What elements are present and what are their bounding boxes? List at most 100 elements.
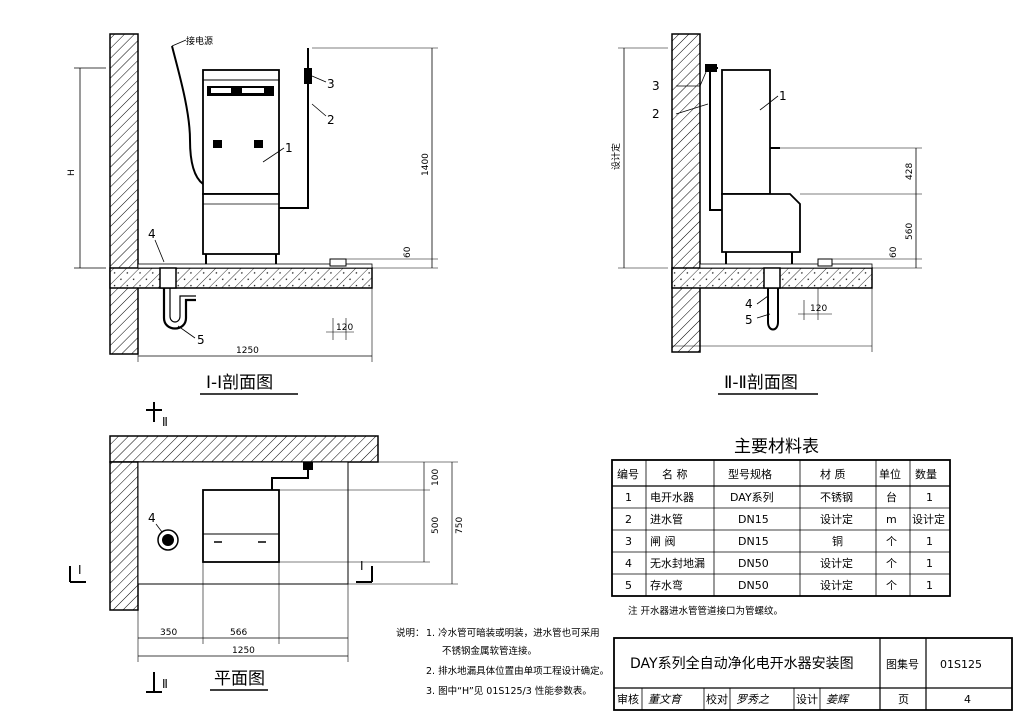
cell: 4: [625, 557, 632, 570]
dim-H: H: [67, 169, 77, 176]
review-signature: 董文育: [648, 693, 683, 706]
header-material: 材 质: [820, 467, 846, 481]
atlas-label: 图集号: [886, 657, 919, 671]
header-no: 编号: [617, 467, 639, 481]
callout-3: 3: [652, 79, 660, 93]
gate-valve: [304, 68, 312, 84]
dim-60: 60: [403, 246, 413, 258]
check-signature: 罗秀之: [736, 693, 770, 706]
cell: 5: [625, 579, 632, 592]
floor-finish: [137, 263, 373, 269]
floor-drain: [159, 267, 177, 289]
dim-1400: 1400: [421, 153, 431, 176]
cell: 铜: [832, 534, 843, 548]
drawing-title: DAY系列全自动净化电开水器安装图: [630, 655, 854, 672]
trap-pipe: [767, 288, 779, 331]
wall: [671, 33, 701, 353]
cell: 设计定: [820, 512, 853, 526]
design-signature: 姜辉: [826, 693, 850, 706]
dim-1250-plan: 1250: [232, 646, 255, 656]
design-label: 设计: [796, 693, 818, 706]
dim-350: 350: [160, 628, 177, 638]
callout-5: 5: [745, 313, 753, 327]
cell: 进水管: [650, 512, 683, 526]
header-name: 名 称: [662, 467, 688, 481]
power-cable: [171, 45, 204, 185]
header-unit: 单位: [879, 467, 901, 481]
wall-top: [109, 435, 379, 463]
mark-I-left: Ⅰ: [78, 563, 82, 577]
atlas-number: 01S125: [940, 658, 982, 671]
note-2: 2. 排水地漏具体位置由单项工程设计确定。: [426, 665, 609, 677]
water-heater-side: [721, 69, 801, 264]
cell: 电开水器: [650, 491, 694, 504]
callout-2: 2: [652, 107, 660, 121]
general-notes: 说明： 1. 冷水管可暗装或明装，进水管也可采用 不锈钢金属软管连接。 2. 排…: [396, 627, 609, 697]
dim-560: 560: [905, 223, 915, 240]
callout-1: 1: [285, 141, 293, 155]
materials-title: 主要材料表: [734, 437, 819, 457]
mark-II-top: Ⅱ: [162, 415, 168, 429]
floor-drain: [763, 267, 781, 289]
plan-view: 4 Ⅱ Ⅱ Ⅰ Ⅰ 100 500 750 350 566 1250: [69, 402, 465, 693]
materials-table: 主要材料表 编号 名 称 型号规格 材 质 单位 数量 1 电开水器 DAY系列…: [611, 437, 951, 617]
inlet-pipe: [709, 67, 722, 211]
materials-note: 注 开水器进水管管道接口为管螺纹。: [628, 605, 783, 617]
table-row: 5 存水弯 DN50 设计定 个 1: [625, 578, 933, 592]
cell: DN15: [738, 535, 769, 548]
dim-design: 设计定: [610, 143, 622, 170]
dim-120: 120: [336, 323, 353, 333]
gate-valve: [705, 64, 717, 72]
section-2-2: 3 2 1 4 5 设计定 428 560 60 120 Ⅱ-Ⅱ剖面图: [610, 33, 922, 395]
cell: 台: [886, 490, 897, 504]
cell: 设计定: [912, 512, 945, 526]
cell: 个: [886, 557, 897, 570]
cell: 2: [625, 513, 632, 526]
dim-428: 428: [905, 163, 915, 180]
dim-120: 120: [810, 304, 827, 314]
callout-1: 1: [779, 89, 787, 103]
cell: 个: [886, 579, 897, 592]
page-number: 4: [964, 693, 971, 706]
mark-II-bottom: Ⅱ: [162, 677, 168, 691]
table-row: 2 进水管 DN15 设计定 m 设计定: [625, 512, 945, 526]
dim-60: 60: [889, 246, 899, 258]
callout-3: 3: [327, 77, 335, 91]
review-label: 审核: [617, 692, 639, 706]
note-1: 1. 冷水管可暗装或明装，进水管也可采用: [426, 627, 600, 639]
cell: 1: [926, 579, 933, 592]
mark-I-right: Ⅰ: [360, 559, 364, 573]
table-row: 4 无水封地漏 DN50 设计定 个 1: [625, 556, 933, 570]
power-label: 接电源: [186, 35, 213, 47]
cell: 不锈钢: [820, 491, 853, 504]
floor-pad: [817, 258, 833, 267]
water-heater: [202, 69, 280, 264]
inlet-pipe: [279, 48, 309, 209]
callout-4: 4: [148, 227, 156, 241]
cell: 闸 阀: [650, 534, 676, 548]
wall-left: [109, 461, 139, 611]
cell: 个: [886, 535, 897, 548]
cell: DN50: [738, 579, 769, 592]
notes-label: 说明：: [396, 627, 425, 639]
cell: DN15: [738, 513, 769, 526]
floor-pad: [329, 258, 347, 267]
plan-callout-4: 4: [148, 511, 156, 525]
caption-section-1: Ⅰ-Ⅰ剖面图: [206, 373, 273, 393]
cell: 设计定: [820, 578, 853, 592]
callout-5: 5: [197, 333, 205, 347]
cell: 存水弯: [650, 578, 683, 592]
table-row: 3 闸 阀 DN15 铜 个 1: [625, 534, 933, 548]
floor-slab: [109, 267, 373, 289]
header-spec: 型号规格: [728, 467, 772, 481]
trap-pipe: [162, 288, 196, 330]
dim-1250: 1250: [236, 346, 259, 356]
dim-750: 750: [455, 517, 465, 534]
dim-500: 500: [431, 517, 441, 534]
page-label: 页: [898, 693, 909, 706]
note-1-cont: 不锈钢金属软管连接。: [442, 645, 537, 657]
table-header: 编号 名 称 型号规格 材 质 单位 数量: [617, 467, 937, 481]
cell: 1: [625, 491, 632, 504]
water-heater-plan: [202, 489, 280, 563]
dim-566: 566: [230, 628, 247, 638]
